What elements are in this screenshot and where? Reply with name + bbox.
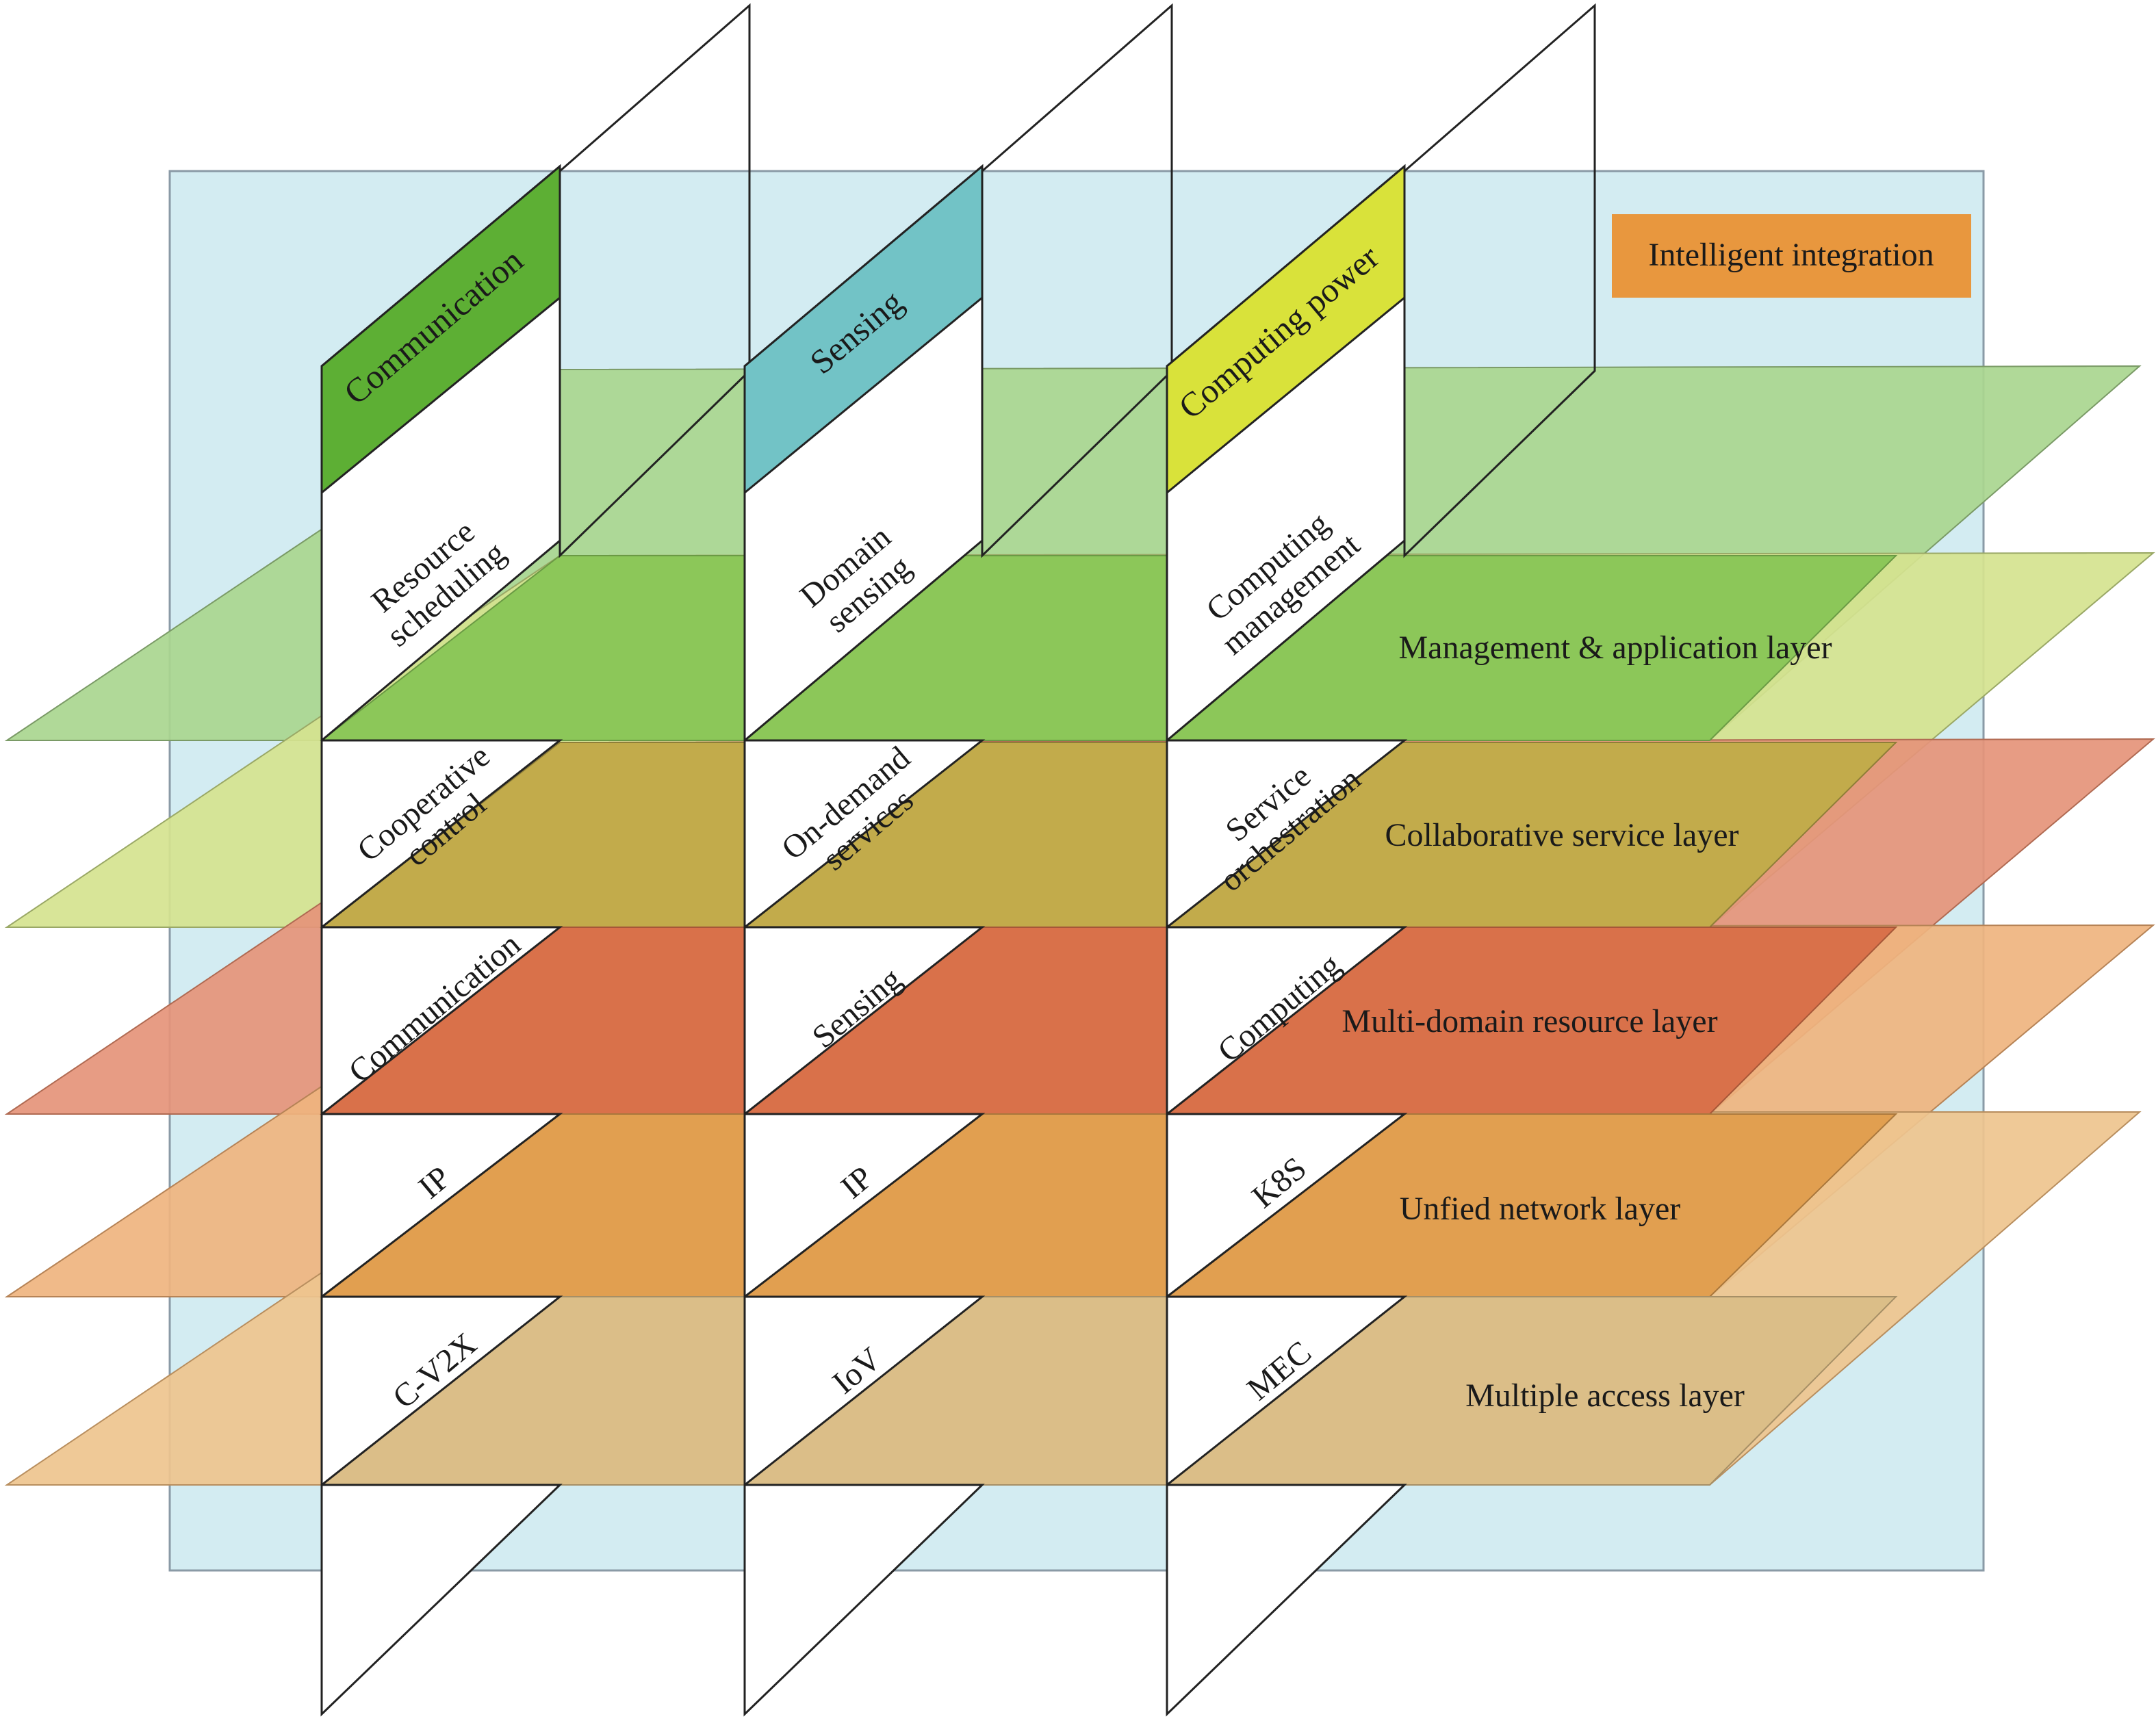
intelligent-integration-badge: Intelligent integration [1612, 214, 1971, 298]
cell-slot [1166, 1484, 1407, 1717]
cell-slot [320, 1295, 563, 1488]
layer-band-management [320, 555, 1898, 741]
layer-labels: Management & application layer Collabora… [1342, 630, 1832, 1414]
column-fin-back [559, 3, 751, 558]
cell-slot [743, 1484, 985, 1717]
layer-label-access: Multiple access layer [1465, 1377, 1745, 1414]
cell-slot [743, 739, 986, 930]
layer-label-management: Management & application layer [1398, 630, 1832, 666]
cell-slot [1166, 739, 1408, 930]
cell-slot [1166, 926, 1408, 1117]
column-computing [1166, 3, 1596, 1717]
column-header-sensing [743, 164, 984, 495]
column-fin-back [981, 3, 1173, 558]
column-communication [320, 3, 751, 1717]
column-fin-back [1403, 3, 1596, 558]
cell-slot [320, 1484, 563, 1717]
column-sensing [743, 3, 1173, 1717]
column-header-communication [320, 164, 561, 495]
cell-slot [743, 1113, 986, 1299]
layer-label-collaborative: Collaborative service layer [1385, 817, 1738, 853]
layer-label-multidomain: Multi-domain resource layer [1342, 1003, 1717, 1039]
cell-slot [743, 926, 986, 1117]
column-header-computing [1166, 164, 1406, 495]
cell-slot [320, 739, 563, 930]
cell-slot [320, 1113, 563, 1299]
badge-box [1612, 214, 1971, 298]
cell-slot [320, 926, 563, 1117]
badge-label: Intelligent integration [1648, 237, 1934, 273]
cell-slot [1166, 1295, 1408, 1488]
cell-slot [743, 1295, 986, 1488]
cell-slot [1166, 1113, 1408, 1299]
layer-label-unified: Unfied network layer [1400, 1191, 1681, 1227]
